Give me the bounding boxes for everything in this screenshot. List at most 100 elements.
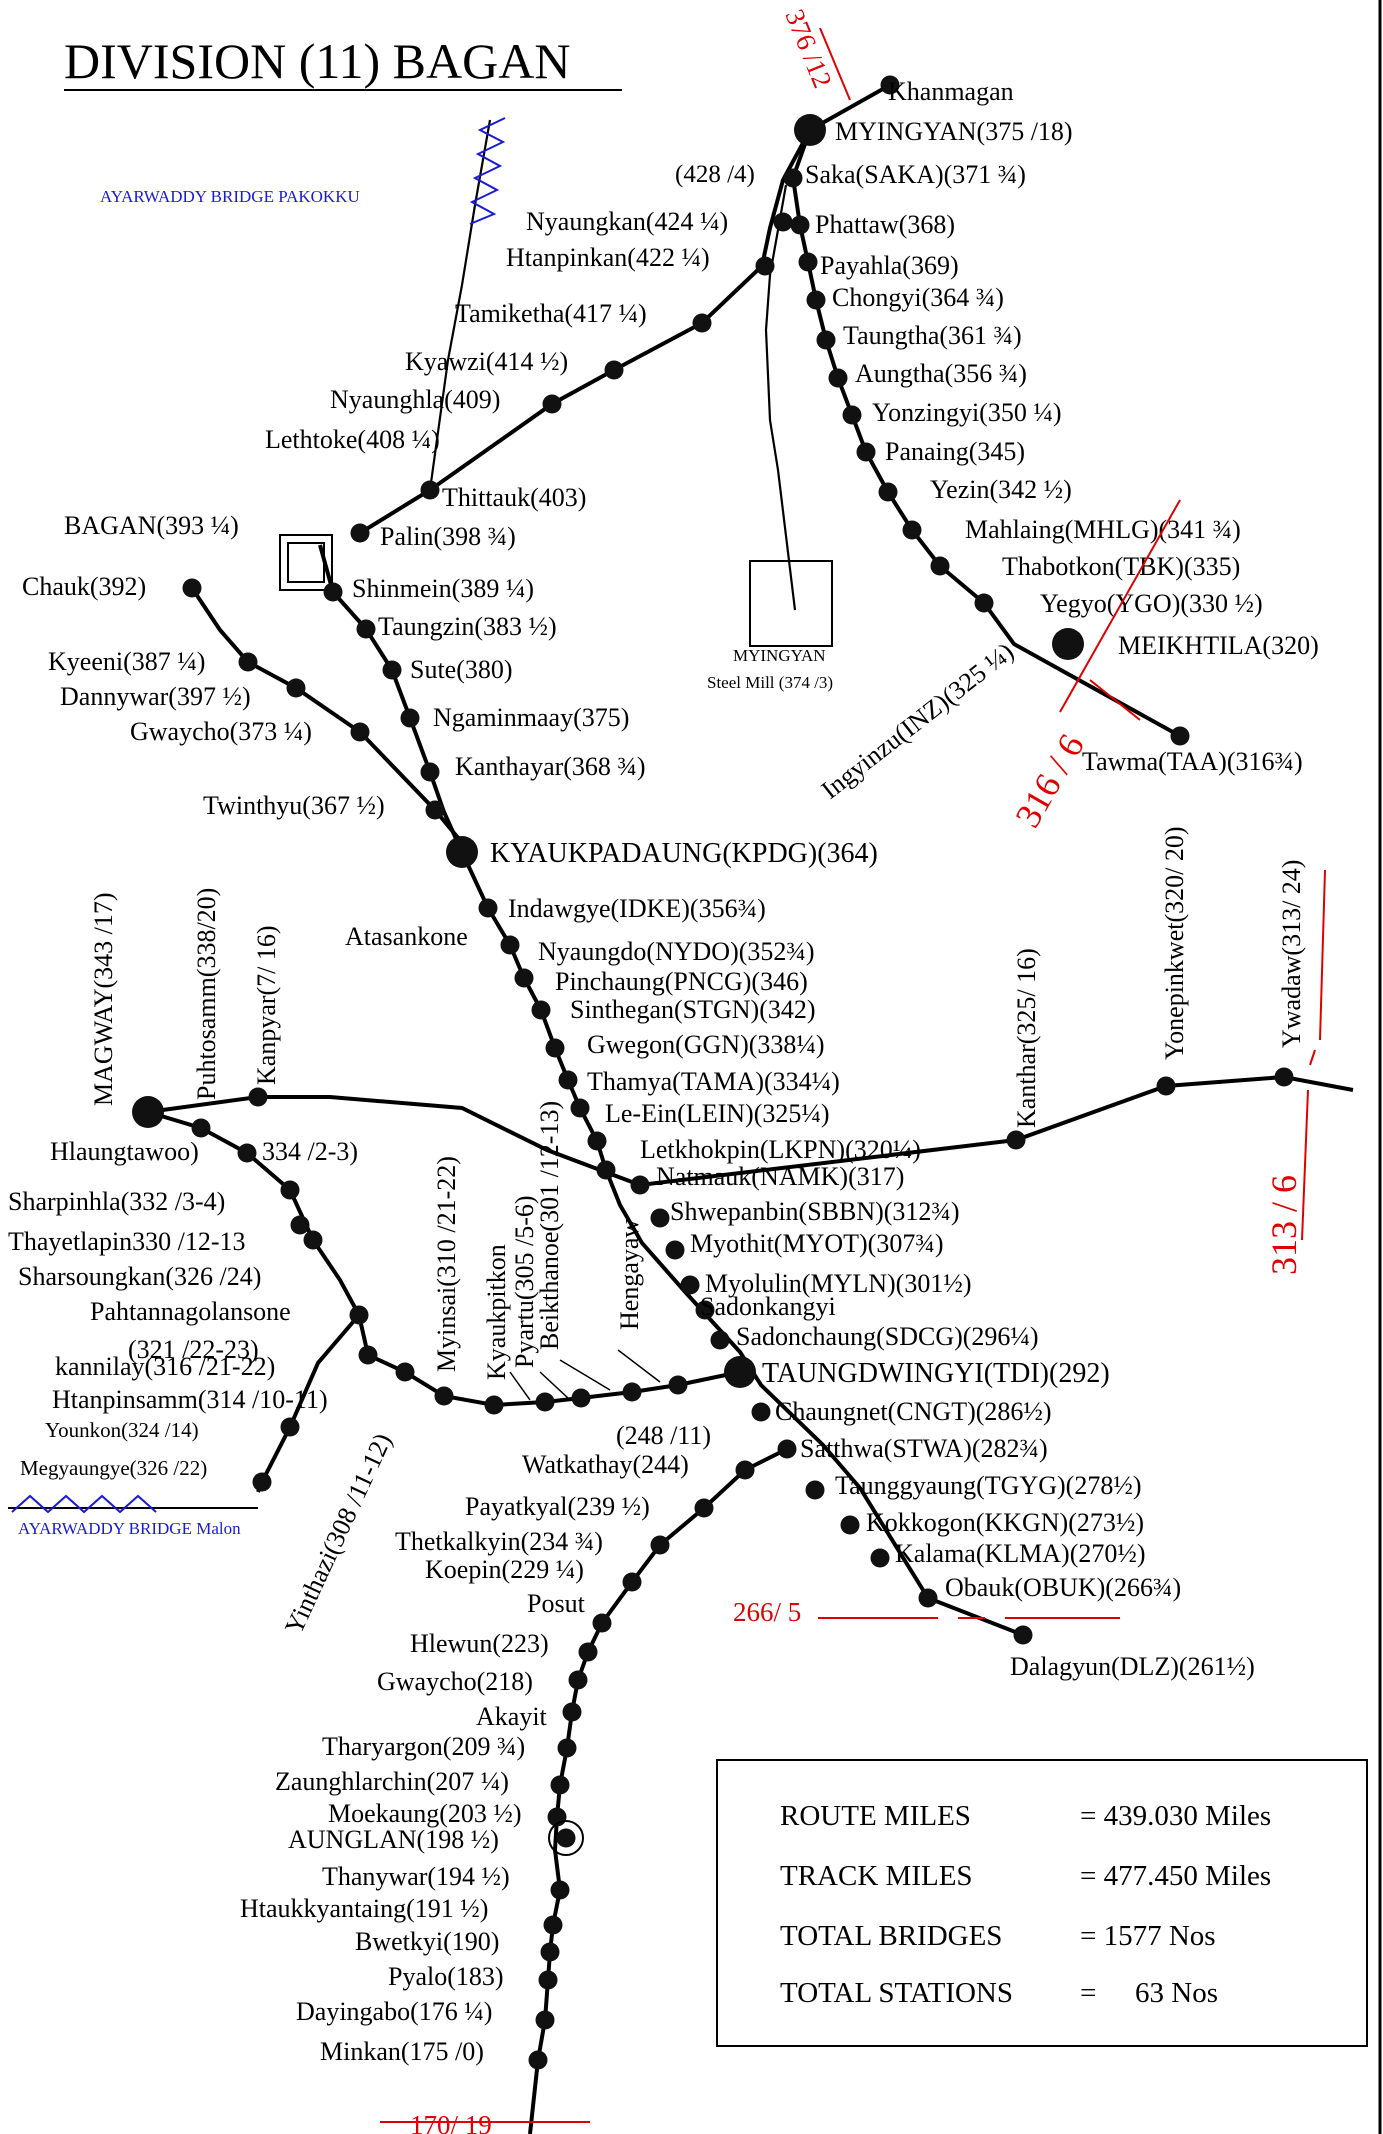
station-dot-kokkogon bbox=[840, 1515, 860, 1535]
station-label-beikthanoe: Beikthanoe(301 /12-13) bbox=[535, 1101, 564, 1350]
station-label-moekaung: Moekaung(203 ½) bbox=[328, 1799, 522, 1828]
steel-mill-icon bbox=[749, 560, 833, 647]
station-label-twinthyu: Twinthyu(367 ½) bbox=[203, 791, 385, 820]
station-dot-zaunghlarchin bbox=[550, 1775, 570, 1795]
station-label-indawgye: Indawgye(IDKE)(356¾) bbox=[508, 894, 766, 923]
station-label-htanpinsamm: Htanpinsamm(314 /10-11) bbox=[52, 1385, 328, 1414]
station-dot-thanywar bbox=[550, 1880, 570, 1900]
station-label-dayingabo: Dayingabo(176 ¼) bbox=[296, 1997, 492, 2026]
aunglan-marker-icon bbox=[548, 1820, 584, 1856]
station-dot-kanthayar bbox=[420, 762, 440, 782]
station-label-magway: MAGWAY(343 /17) bbox=[89, 892, 118, 1106]
station-dot-pinchaung bbox=[531, 1000, 551, 1020]
station-label-kyaukpitkon: Kyaukpitkon bbox=[482, 1244, 511, 1380]
station-dot-taunggyaung bbox=[805, 1480, 825, 1500]
station-label-thayetlapin: Thayetlapin330 /12-13 bbox=[8, 1227, 246, 1256]
station-label-thittauk: Thittauk(403) bbox=[442, 483, 586, 512]
station-label-hengayaw: Hengayaw bbox=[615, 1219, 644, 1330]
station-label-yonzingyi: Yonzingyi(350 ¼) bbox=[872, 398, 1061, 427]
bagan-station-icon bbox=[279, 534, 333, 591]
station-dot-bwetkyi bbox=[540, 1942, 560, 1962]
station-dot-gwegon bbox=[558, 1070, 578, 1090]
station-dot-sharpinhla bbox=[280, 1180, 300, 1200]
station-label-pinchaung: Pinchaung(PNCG)(346) bbox=[555, 967, 808, 996]
total-stations-label: TOTAL STATIONS bbox=[780, 1977, 1013, 2009]
station-label-minkan: Minkan(175 /0) bbox=[320, 2037, 484, 2066]
station-dot-tawma bbox=[1170, 726, 1190, 746]
station-dot-dalagyun bbox=[1013, 1625, 1033, 1645]
station-dot-kyaukpadaung bbox=[446, 836, 478, 868]
station-dot-obauk bbox=[918, 1588, 938, 1608]
station-dot-megyaungye bbox=[252, 1472, 272, 1492]
station-dot-sute bbox=[382, 660, 402, 680]
track-miles-label: TRACK MILES bbox=[780, 1860, 973, 1892]
station-label-myingyan: MYINGYAN(375 /18) bbox=[835, 117, 1073, 146]
station-label-myolulin: Myolulin(MYLN)(301½) bbox=[705, 1269, 971, 1298]
station-label-kanthar: Kanthar(325/ 16) bbox=[1012, 948, 1041, 1128]
station-dot-atasankone bbox=[500, 935, 520, 955]
steel-mill-sub: Steel Mill (374 /3) bbox=[707, 673, 833, 692]
station-dot-taungzin bbox=[356, 619, 376, 639]
total-stations-value: 63 Nos bbox=[1135, 1977, 1218, 2009]
station-label-megyaungye: Megyaungye(326 /22) bbox=[20, 1456, 207, 1480]
station-dot-htaukkyantaing bbox=[543, 1915, 563, 1935]
station-dot-mahlaing bbox=[902, 520, 922, 540]
station-dot-gwaycho1 bbox=[350, 722, 370, 742]
station-dot-aunglan bbox=[556, 1828, 576, 1848]
station-label-kalama: Kalama(KLMA)(270½) bbox=[895, 1539, 1146, 1568]
station-dot-pahtanna-dot bbox=[349, 1305, 369, 1325]
station-dot-yonzingyi bbox=[842, 405, 862, 425]
route-miles-label: ROUTE MILES bbox=[780, 1800, 971, 1832]
station-dot-tharyargon bbox=[557, 1738, 577, 1758]
station-label-mahlaing: Mahlaing(MHLG)(341 ¾) bbox=[965, 515, 1241, 544]
station-label-pyalo: Pyalo(183) bbox=[388, 1962, 504, 1991]
station-dot-kyeeni bbox=[238, 652, 258, 672]
pakokku-bridge-icon bbox=[428, 117, 506, 491]
station-dot-kyawzi bbox=[604, 360, 624, 380]
station-label-puhtosamm: Puhtosamm(338/20) bbox=[192, 888, 221, 1100]
station-dot-nyaungdo bbox=[514, 968, 534, 988]
boundary-266-label: 266/ 5 bbox=[733, 1597, 801, 1627]
station-label-payahla: Payahla(369) bbox=[820, 251, 959, 280]
station-label-taunggyaung: Taunggyaung(TGYG)(278½) bbox=[835, 1471, 1142, 1500]
station-dot-tamiketha bbox=[692, 313, 712, 333]
station-label-pyartu: Pyartu(305 /5-6) bbox=[510, 1195, 539, 1368]
station-label-yinthazi: Yinthazi(308 /11-12) bbox=[279, 1429, 397, 1639]
station-dot-payatkyal bbox=[694, 1498, 714, 1518]
station-dot-younkon bbox=[280, 1417, 300, 1437]
station-label-younkon: Younkon(324 /14) bbox=[45, 1418, 199, 1442]
station-dot-minkan bbox=[528, 2050, 548, 2070]
station-dot-kanpyar bbox=[248, 1087, 268, 1107]
station-label-khanmagan: Khanmagan bbox=[888, 77, 1014, 106]
station-dot-magway bbox=[132, 1096, 164, 1128]
station-label-chaungnet: Chaungnet(CNGT)(286½) bbox=[775, 1397, 1052, 1426]
station-label-kannilay: kannilay(316 /21-22) bbox=[55, 1352, 275, 1381]
station-label-kanpyar: Kanpyar(7/ 16) bbox=[252, 925, 281, 1085]
station-label-tharyargon: Tharyargon(209 ¾) bbox=[322, 1732, 525, 1761]
station-label-letkhokpin: Letkhokpin(LKPN)(320¼) bbox=[640, 1135, 921, 1164]
station-dot-kanthar bbox=[1006, 1130, 1026, 1150]
station-label-thanywar: Thanywar(194 ½) bbox=[322, 1862, 510, 1891]
boundary-316-label: 316 / 6 bbox=[1007, 727, 1092, 834]
station-label-bwetkyi: Bwetkyi(190) bbox=[355, 1927, 499, 1956]
station-label-gwaycho2: Gwaycho(218) bbox=[377, 1667, 533, 1696]
station-dot-hlaungtawoo bbox=[191, 1118, 211, 1138]
station-dot-letkhokpin bbox=[596, 1160, 616, 1180]
station-label-dannywar: Dannywar(397 ½) bbox=[60, 682, 251, 711]
station-dot-chongyi bbox=[806, 290, 826, 310]
station-label-yonepinkwet: Yonepinkwet(320/ 20) bbox=[1160, 826, 1189, 1060]
station-dot-nyaungkan bbox=[773, 212, 793, 232]
total-bridges-label: TOTAL BRIDGES bbox=[780, 1920, 1002, 1952]
steel-mill-name: MYINGYAN bbox=[733, 646, 826, 665]
station-label-sharpinhla: Sharpinhla(332 /3-4) bbox=[8, 1187, 225, 1216]
station-dot-indawgye bbox=[478, 898, 498, 918]
station-label-hlaungtawoo: Hlaungtawoo) bbox=[50, 1137, 199, 1166]
station-label-koepin: Koepin(229 ¼) bbox=[425, 1555, 584, 1584]
station-dot-myingyan bbox=[794, 114, 826, 146]
station-dot-posut bbox=[592, 1613, 612, 1633]
station-dot-taungdwingyi bbox=[724, 1356, 756, 1388]
station-label-thabotkon: Thabotkon(TBK)(335) bbox=[1002, 552, 1240, 581]
station-dot-yonepinkwet bbox=[1156, 1076, 1176, 1096]
station-dot-dayingabo bbox=[535, 2010, 555, 2030]
